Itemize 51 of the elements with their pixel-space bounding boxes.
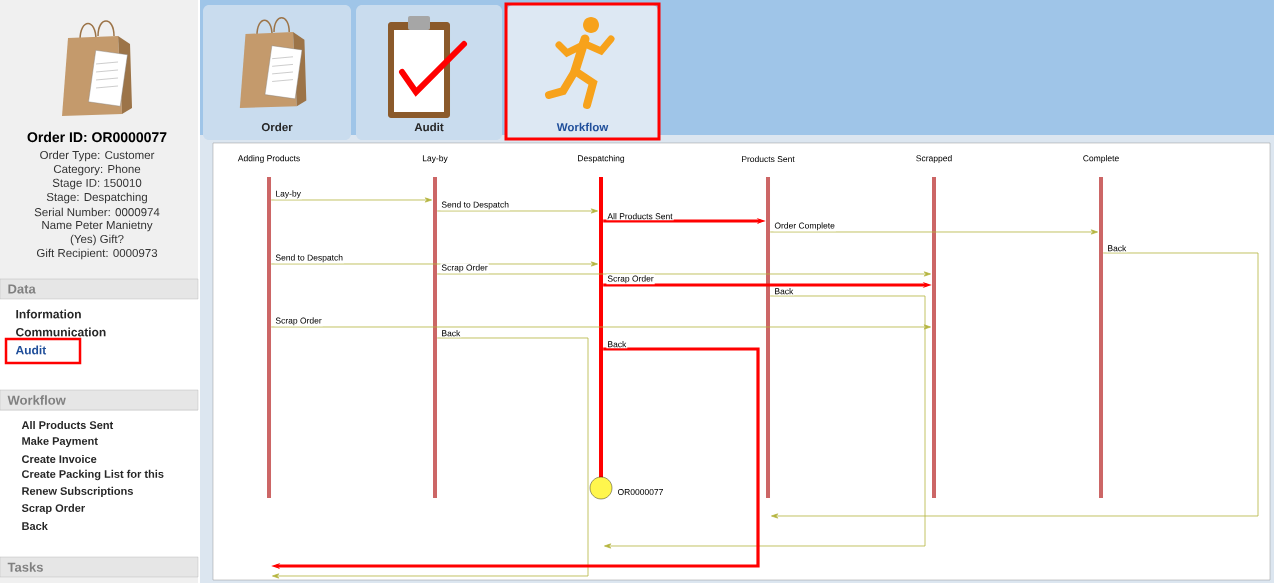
menu-link: All Products Sent (21, 420, 114, 430)
edge-label: Scrap Order (440, 263, 489, 274)
node-label: Adding Products (237, 155, 300, 163)
edge-label: Send to Despatch (274, 253, 344, 264)
arrow (436, 271, 931, 277)
edge-label: Back (440, 329, 462, 338)
menu-link: Audit (15, 345, 47, 355)
edge-label: Lay-by (274, 189, 302, 200)
edge-label: Back (606, 340, 628, 349)
menu-link: Renew Subscriptions (22, 486, 133, 498)
lifeline: Scrapped (916, 155, 952, 498)
menu-link: Scrap Order (21, 503, 85, 515)
info-line: Order Type: Customer (40, 150, 155, 162)
token-circle (589, 476, 613, 500)
token-label: OR0000077 (617, 489, 663, 495)
info-line: Stage: Despatching (46, 192, 147, 204)
edge-label: All Products Sent (606, 212, 674, 221)
info-line: Stage ID: 150010 (52, 178, 142, 190)
node-label: Products Sent (742, 155, 795, 163)
arrow (604, 295, 926, 549)
edge-label: Back (1106, 244, 1128, 253)
menu-link: Create Invoice (22, 454, 97, 464)
info-line: Category: Phone (53, 164, 141, 176)
info-line: Gift Recipient: 0000973 (36, 248, 158, 260)
edge-label: Scrap Order (274, 316, 323, 327)
section-header: Data (0, 278, 199, 300)
menu-link: Create Packing List for this (22, 469, 164, 481)
node-label: Scrapped (916, 155, 952, 163)
arrow (771, 252, 1259, 519)
edge-label: Scrap Order (606, 274, 655, 285)
arrow (272, 337, 589, 579)
edge-label: Send to Despatch (440, 200, 510, 211)
section-header: Tasks (0, 556, 199, 578)
arrow (270, 324, 931, 330)
arrow (769, 229, 1098, 235)
menu-link: Communication (16, 327, 106, 337)
arrow (270, 197, 432, 203)
menu-link: Make Payment (22, 436, 98, 448)
info-line: Serial Number: 0000974 (34, 207, 160, 217)
node-label: Complete (1083, 155, 1119, 163)
edge-label: Back (773, 287, 795, 296)
section-header: Workflow (0, 389, 199, 411)
menu-link: Information (16, 309, 81, 319)
edge-label: Order Complete (773, 221, 836, 232)
node-label: Despatching (578, 155, 625, 163)
menu-link: Back (22, 521, 48, 531)
info-line: Name Peter Manietny (42, 220, 153, 232)
info-line: (Yes) Gift? (70, 234, 124, 246)
arrow (436, 208, 598, 214)
node-label: Lay-by (422, 155, 448, 163)
order-title: Order ID: OR0000077 (27, 131, 167, 143)
